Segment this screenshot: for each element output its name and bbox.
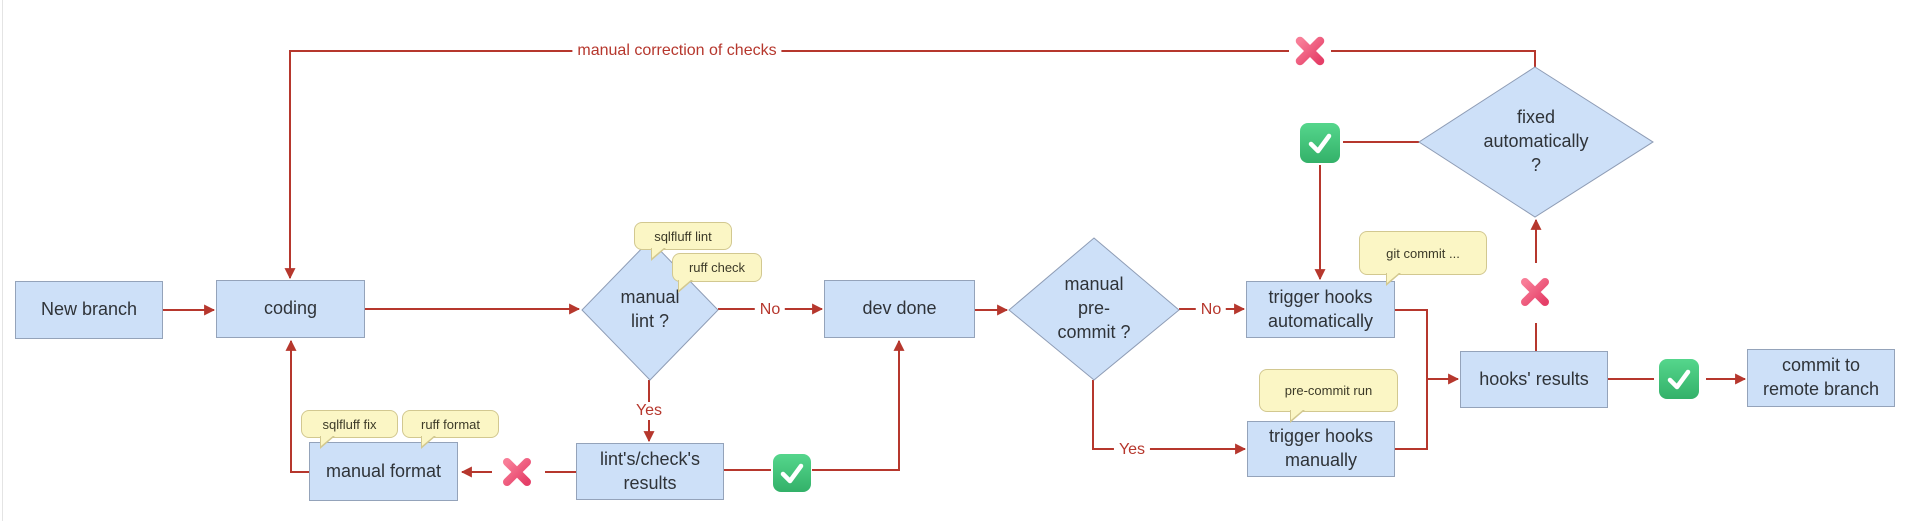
node-commit-to-remote-branch: commit to remote branch: [1747, 349, 1895, 407]
check-icon: [1299, 122, 1341, 164]
decision-fixed-automatically-shape: [1418, 66, 1654, 218]
cross-icon: [1289, 30, 1331, 72]
node-trigger-hooks-automatically: trigger hooks automatically: [1246, 281, 1395, 338]
node-dev-done: dev done: [824, 280, 975, 338]
edge-label-lint-yes: Yes: [630, 402, 668, 420]
edge-label-lint-no: No: [754, 301, 786, 319]
callout-ruff-format: ruff format: [402, 410, 499, 449]
node-hooks-results: hooks' results: [1460, 351, 1608, 408]
decision-manual-pre-commit-shape: [1008, 237, 1180, 381]
callout-git-commit: git commit ...: [1359, 231, 1487, 286]
callout-sqlfluff-lint: sqlfluff lint: [634, 222, 732, 261]
check-icon: [772, 453, 812, 493]
pane-left-edge: [2, 0, 3, 521]
cross-icon: [497, 452, 537, 492]
callout-sqlfluff-fix: sqlfluff fix: [301, 410, 398, 449]
decision-fixed-automatically: fixed automatically ?: [1483, 107, 1589, 175]
node-new-branch: New branch: [15, 281, 163, 339]
edge-label-manual-correction: manual correction of checks: [572, 42, 782, 60]
edge-label-precommit-no: No: [1195, 301, 1227, 319]
decision-manual-lint: manual lint ?: [620, 287, 680, 331]
node-lint-check-results: lint's/check's results: [576, 443, 724, 500]
node-manual-format: manual format: [309, 442, 458, 501]
node-coding: coding: [216, 280, 365, 338]
callout-ruff-check: ruff check: [672, 253, 762, 293]
cross-icon: [1515, 271, 1555, 313]
decision-manual-pre-commit: manual pre- commit ?: [1057, 274, 1131, 342]
edge-label-precommit-yes: Yes: [1113, 441, 1151, 459]
node-trigger-hooks-manually: trigger hooks manually: [1247, 421, 1395, 477]
callout-pre-commit-run: pre-commit run: [1259, 369, 1398, 423]
check-icon: [1658, 358, 1700, 400]
